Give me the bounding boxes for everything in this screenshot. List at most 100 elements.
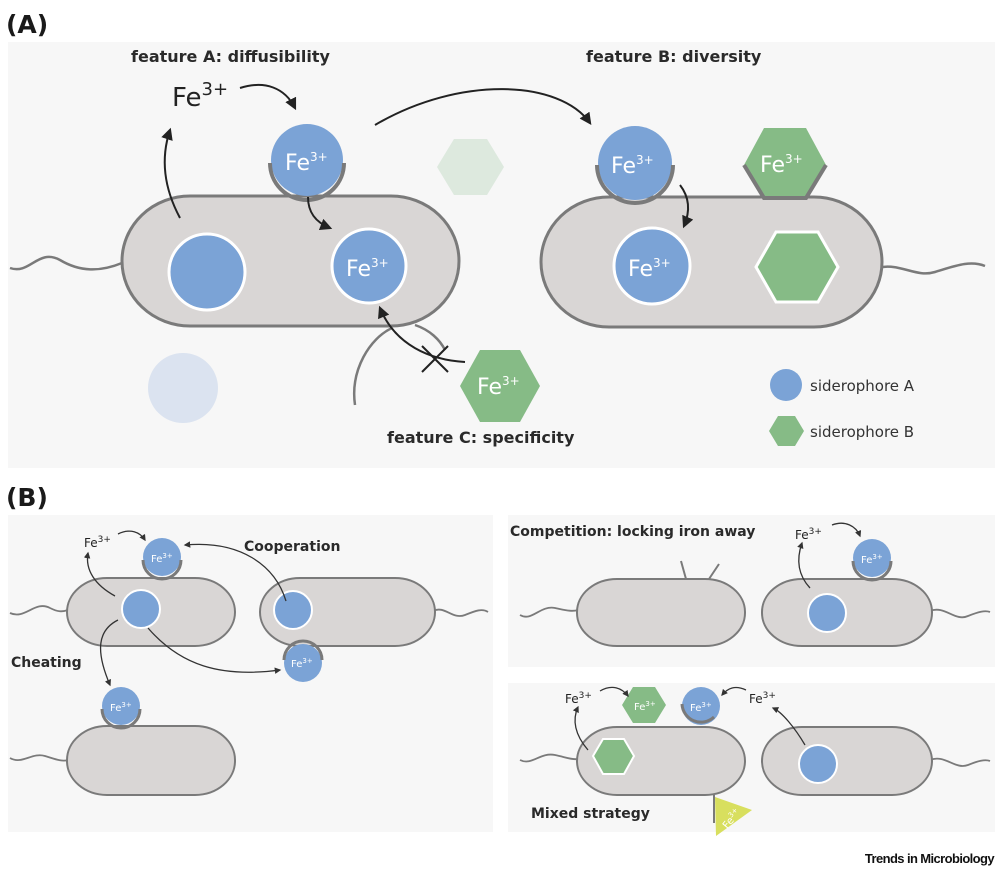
secretion-arrow <box>83 551 116 597</box>
bacterium-locked <box>519 560 746 647</box>
siderophore-a-fe-on-cooperator: Fe3+ <box>282 639 324 682</box>
svg-text:Fe3+: Fe3+ <box>690 701 712 714</box>
receptor-stalk <box>414 323 447 351</box>
siderophore-a-intracellular <box>273 590 313 630</box>
flagellum <box>519 753 579 763</box>
svg-text:Fe3+: Fe3+ <box>285 150 328 176</box>
free-iron-label: Fe3+ <box>84 535 111 550</box>
receptor-stalk <box>680 560 687 580</box>
svg-text:Fe3+: Fe3+ <box>151 552 173 565</box>
binding-arrow <box>721 686 747 696</box>
diversity-arrow <box>374 88 592 126</box>
siderophore-a-fe-on-receptor: Fe3+ <box>268 124 346 202</box>
flagellum <box>929 608 991 619</box>
siderophore-a-fe-on-receptor: Fe3+ <box>595 126 675 205</box>
binding-arrow <box>239 83 297 111</box>
binding-arrow <box>831 522 862 538</box>
secretion-arrow <box>797 541 811 589</box>
cooperation-heading: Cooperation <box>244 539 340 555</box>
svg-text:Fe3+: Fe3+ <box>634 700 656 713</box>
free-iron-label: Fe3+ <box>795 527 822 542</box>
siderophore-a-fe-internalized: Fe3+ <box>612 226 692 306</box>
siderophore-a-intracellular <box>807 593 847 633</box>
receptor <box>595 164 675 205</box>
secretion-arrow <box>161 127 181 219</box>
uptake-arrow <box>307 196 333 231</box>
feature-c-heading: feature C: specificity <box>387 428 575 447</box>
receptor-stalk <box>352 326 393 406</box>
cooperation-arrow <box>183 541 287 602</box>
svg-text:Fe3+: Fe3+ <box>110 701 132 714</box>
cheating-heading: Cheating <box>11 655 82 671</box>
binding-arrow <box>599 686 629 698</box>
hexagon-icon <box>769 416 804 446</box>
bacterium-a-right: Fe3+ <box>539 195 986 329</box>
flagellum <box>9 255 123 271</box>
faded-siderophore-a <box>148 353 218 423</box>
bacterium-cheater <box>9 725 236 796</box>
mixed-strategy-heading: Mixed strategy <box>531 806 650 822</box>
journal-credit: Trends in Microbiology <box>865 851 995 866</box>
legend-item-siderophore-b: siderophore B <box>769 416 914 446</box>
legend-item-siderophore-a: siderophore A <box>770 369 915 401</box>
flagellum <box>432 608 489 617</box>
flagellum <box>9 605 69 616</box>
siderophore-b-fe-on-receptor: Fe3+ <box>622 687 666 723</box>
svg-text:Fe3+: Fe3+ <box>291 657 313 670</box>
receptor <box>268 162 346 202</box>
feature-a-heading: feature A: diffusibility <box>131 47 330 66</box>
svg-text:Fe3+: Fe3+ <box>861 553 883 566</box>
svg-text:siderophore A: siderophore A <box>810 377 915 395</box>
siderophore-a-fe-on-producer: Fe3+ <box>141 538 183 581</box>
cell-body <box>761 726 933 796</box>
siderophore-a-fe-on-receptor: Fe3+ <box>851 539 893 582</box>
bacterium-producer <box>9 577 236 647</box>
competition-heading: Competition: locking iron away <box>510 524 755 540</box>
svg-text:siderophore B: siderophore B <box>810 423 914 441</box>
panel-a-label: (A) <box>6 10 48 39</box>
faded-siderophore-b <box>437 139 504 195</box>
siderophore-b-fe-on-receptor: Fe3+ <box>742 128 828 200</box>
siderophore-a-fe-on-cheater: Fe3+ <box>100 687 142 730</box>
siderophore-a-intracellular <box>167 232 247 312</box>
flagellum <box>876 262 986 275</box>
legend: siderophore A siderophore B <box>769 369 915 446</box>
siderophore-a-intracellular <box>798 744 838 784</box>
svg-text:Fe3+: Fe3+ <box>611 153 654 179</box>
svg-text:Fe3+: Fe3+ <box>760 152 803 178</box>
free-iron-label: Fe3+ <box>172 79 228 113</box>
bacterium-competitor <box>761 578 991 647</box>
svg-text:Fe3+: Fe3+ <box>477 374 520 400</box>
siderophore-a-fe-on-receptor: Fe3+ <box>680 687 720 725</box>
svg-text:Fe3+: Fe3+ <box>346 256 389 282</box>
bacterium-a-left: Fe3+ <box>9 194 461 406</box>
receptor <box>742 163 828 200</box>
binding-arrow <box>117 530 146 542</box>
flagellum <box>929 757 991 767</box>
free-iron-label: Fe3+ <box>749 691 776 706</box>
receptor-stalk <box>708 563 720 580</box>
bacterium-mixed <box>519 726 746 823</box>
uptake-arrow <box>679 184 694 229</box>
secretion-arrow <box>771 707 806 746</box>
circle-icon <box>770 369 802 401</box>
flagellum <box>9 754 69 762</box>
cell-body <box>761 578 933 647</box>
free-iron-label: Fe3+ <box>565 691 592 706</box>
blocked-uptake-arrow <box>378 305 466 363</box>
cooperation-share-arrow <box>147 627 282 674</box>
bacterium-cooperator <box>259 577 489 647</box>
siderophore-b-intracellular <box>591 738 636 775</box>
siderophore-a-fe-internalized: Fe3+ <box>330 227 408 305</box>
cell-body <box>66 725 236 796</box>
block-x-icon <box>421 345 449 373</box>
cell-body <box>576 578 746 647</box>
panel-b-label: (B) <box>6 483 48 512</box>
siderophore-a-intracellular <box>121 589 161 629</box>
cheating-arrow <box>99 619 119 687</box>
feature-b-heading: feature B: diversity <box>586 47 762 66</box>
svg-text:Fe3+: Fe3+ <box>628 256 671 282</box>
secretion-arrow <box>572 705 589 751</box>
siderophore-b-intracellular <box>754 230 840 304</box>
